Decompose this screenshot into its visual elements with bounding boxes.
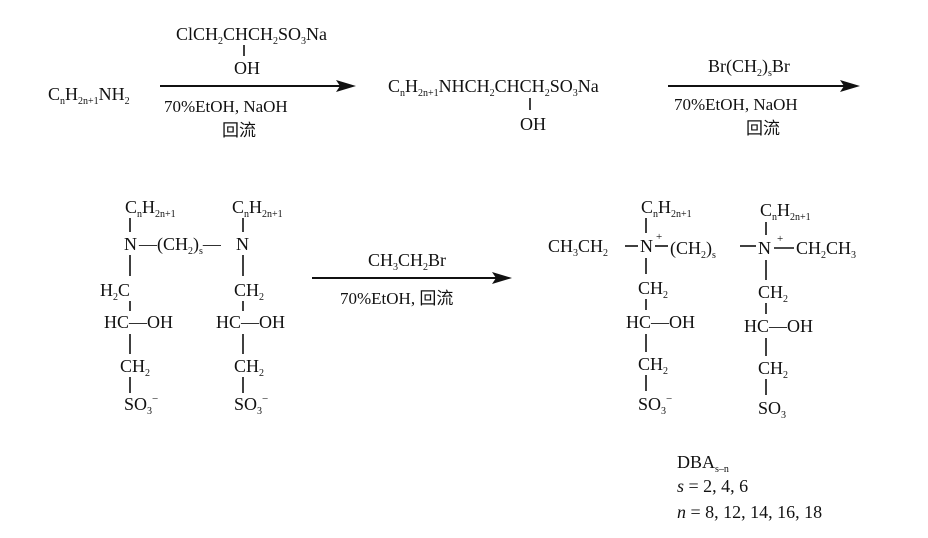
step3-reagent: CH3CH2Br	[368, 250, 446, 273]
product-info: DBAs–n s = 2, 4, 6 n = 8, 12, 14, 16, 18	[677, 452, 822, 522]
product-linker: (CH2)s	[670, 238, 716, 261]
product-ch2-left-lower: CH2	[638, 354, 668, 377]
product-n-right: N	[758, 238, 771, 258]
product-hcoh-left: HC—OH	[626, 312, 695, 332]
product-charge-left: +	[656, 231, 662, 243]
intermediate2-ch2-right: CH2	[234, 280, 264, 303]
product-chain-right: CnH2n+1	[760, 200, 811, 223]
product-so3-right: SO3	[758, 398, 786, 421]
product: CnH2n+1 CnH2n+1 CH3CH2 N + (CH2)s N + CH…	[548, 197, 856, 421]
intermediate2-linker: —(CH2)s—	[138, 234, 222, 257]
step1-reflux: 回流	[222, 121, 256, 140]
intermediate2-so3-left: SO3−	[124, 393, 158, 417]
step1-reagent: ClCH2CHCH2SO3Na	[176, 24, 327, 47]
product-n-left: N	[640, 236, 653, 256]
step1-arrowhead	[336, 80, 356, 92]
step1-reagent-oh: OH	[234, 58, 260, 78]
step3-arrowhead	[492, 272, 512, 284]
s-values: s = 2, 4, 6	[677, 476, 748, 496]
intermediate2-h2c-left: H2C	[100, 280, 130, 303]
product-name: DBAs–n	[677, 452, 729, 475]
step2-reflux: 回流	[746, 119, 780, 138]
intermediate2-so3-right: SO3−	[234, 393, 268, 417]
product-so3-left: SO3−	[638, 393, 672, 417]
product-chain-left: CnH2n+1	[641, 197, 692, 220]
intermediate2-hcoh-left: HC—OH	[104, 312, 173, 332]
intermediate2-hcoh-right: HC—OH	[216, 312, 285, 332]
product-charge-right: +	[777, 233, 783, 245]
intermediate2: CnH2n+1 CnH2n+1 N —(CH2)s— N H2C CH2 HC—…	[100, 197, 285, 417]
product-ch2-left-upper: CH2	[638, 278, 668, 301]
intermediate2-n-left: N	[124, 234, 137, 254]
step3-conditions: 70%EtOH, 回流	[340, 289, 453, 308]
product-right-group: CH2CH3	[796, 238, 856, 261]
step2-arrowhead	[840, 80, 860, 92]
intermediate2-chain-right: CnH2n+1	[232, 197, 283, 220]
intermediate1-formula: CnH2n+1NHCH2CHCH2SO3Na	[388, 76, 599, 99]
intermediate1-oh: OH	[520, 114, 546, 134]
step2-reagent: Br(CH2)sBr	[708, 56, 790, 79]
step2-conditions: 70%EtOH, NaOH	[674, 95, 798, 114]
product-ch2-right-upper: CH2	[758, 282, 788, 305]
intermediate2-n-right: N	[236, 234, 249, 254]
intermediate2-chain-left: CnH2n+1	[125, 197, 176, 220]
product-left-group: CH3CH2	[548, 236, 608, 259]
product-hcoh-right: HC—OH	[744, 316, 813, 336]
n-values: n = 8, 12, 14, 16, 18	[677, 502, 822, 522]
product-ch2-right-lower: CH2	[758, 358, 788, 381]
step1-conditions: 70%EtOH, NaOH	[164, 97, 288, 116]
intermediate2-ch2-left-lower: CH2	[120, 356, 150, 379]
reactant-amine: CnH2n+1NH2	[48, 84, 130, 107]
intermediate2-ch2-right-lower: CH2	[234, 356, 264, 379]
